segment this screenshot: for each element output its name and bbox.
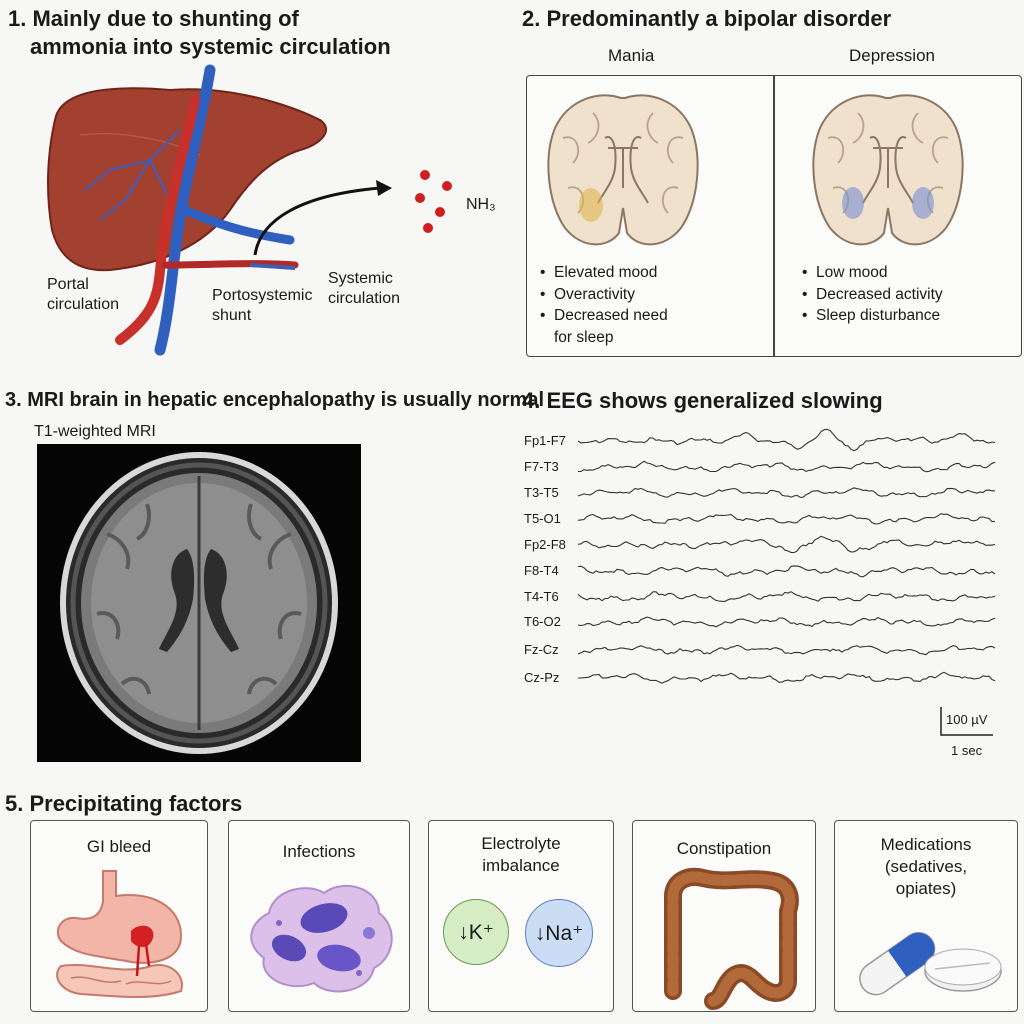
factor-card-gi-bleed: GI bleed [30,820,208,1012]
eeg-traces [577,428,996,684]
eeg-trace [577,565,996,578]
panel1-title-line2: ammonia into systemic circulation [30,34,391,59]
stomach-bleed-icon [56,870,183,999]
bacteria-icon [250,884,393,993]
systemic-label-1: Systemic [328,270,393,287]
systemic-label-2: circulation [328,290,401,307]
mania-bullet: Overactivity [540,284,760,306]
mri-image [37,444,361,762]
portosystemic-shunt [161,260,299,269]
eeg-trace [577,644,996,656]
eeg-trace [577,591,996,602]
factor-label-constipation: Constipation [676,839,772,858]
sodium-low-badge: ↓Na⁺ [525,899,593,967]
eeg-channel-label: T3-T5 [524,485,559,500]
right-lateral-ventricle [203,549,239,652]
bipolar-divider [773,76,775,356]
depression-bullet: Decreased activity [802,284,1012,306]
potassium-low-badge: ↓K⁺ [443,899,509,965]
eeg-channel-label: Fz-Cz [524,642,559,657]
eeg-scale-amplitude: 100 µV [946,712,988,727]
eeg-channel-label: T4-T6 [524,589,559,604]
artery [115,95,200,345]
depression-bullet: Sleep disturbance [802,305,1012,327]
eeg-scale-time: 1 sec [951,743,983,758]
panel3-title: 3. MRI brain in hepatic encephalopathy i… [5,389,545,411]
shunt-label-2: shunt [212,307,252,324]
depression-heading: Depression [849,46,935,65]
mania-brain-icon [547,94,699,246]
panel5-title: 5. Precipitating factors [5,791,243,816]
panel4-title: 4. EEG shows generalized slowing [522,388,883,413]
mri-subtitle: T1-weighted MRI [34,423,156,440]
mania-bullet: Decreased need [540,305,760,327]
mania-heading: Mania [608,46,655,65]
eeg-channel-label: Fp2-F8 [524,537,566,552]
portal-circulation-label-2: circulation [47,296,120,313]
factor-label-electrolyte-line2: imbalance [482,856,560,875]
flow-arrow [253,186,381,256]
eeg-trace [577,460,996,473]
factor-card-constipation: Constipation [632,820,816,1012]
eeg-trace [578,671,996,684]
pills-icon [859,932,1002,996]
factor-card-infections: Infections [228,820,410,1012]
eeg-channel-label: Fp1-F7 [524,433,566,448]
factor-label-electrolyte-line1: Electrolyte [481,834,561,853]
depression-bullets: Low mood Decreased activity Sleep distur… [802,262,1012,327]
eeg-channel-label: F8-T4 [524,563,559,578]
mri-brain-scan [60,452,338,754]
factor-card-medications: Medications (sedatives, opiates) [834,820,1018,1012]
eeg-channel-label: F7-T3 [524,459,559,474]
eeg-channel-label: T6-O2 [524,614,561,629]
shunt-label-1: Portosystemic [212,287,313,304]
portal-vein [154,64,216,356]
eeg-scale-bar [940,707,993,736]
factor-label-gi-bleed: GI bleed [86,837,152,856]
nh3-label: NH₃ [466,196,496,213]
liver-shunt-illustration [47,64,452,356]
sodium-label: ↓Na⁺ [534,921,584,945]
eeg-trace [577,428,996,452]
panel1-title-line1: 1. Mainly due to shunting of [8,6,299,31]
eeg-trace [577,487,995,498]
colon-icon [664,868,799,1010]
mania-bullets: Elevated mood Overactivity Decreased nee… [540,262,760,348]
portal-circulation-label-1: Portal [47,276,89,293]
factor-label-medications-line1: Medications [880,835,972,854]
panel2-title: 2. Predominantly a bipolar disorder [522,6,892,31]
eeg-channel-label: Cz-Pz [524,670,560,685]
eeg-channel-label: T5-O1 [524,511,561,526]
mania-bullet: Elevated mood [540,262,760,284]
eeg-trace [577,535,996,554]
factor-label-infections: Infections [282,842,356,861]
left-lateral-ventricle [159,549,195,652]
factor-card-electrolyte-imbalance: Electrolyte imbalance ↓K⁺ ↓Na⁺ [428,820,614,1012]
eeg-trace [577,513,996,525]
depression-bullet: Low mood [802,262,1012,284]
eeg-trace [577,616,996,628]
factor-label-medications-line3: opiates) [895,879,957,898]
mania-bullet-continuation: for sleep [554,328,614,346]
potassium-label: ↓K⁺ [458,920,494,944]
depression-brain-icon [812,94,964,246]
factor-label-medications-line2: (sedatives, [884,857,968,876]
